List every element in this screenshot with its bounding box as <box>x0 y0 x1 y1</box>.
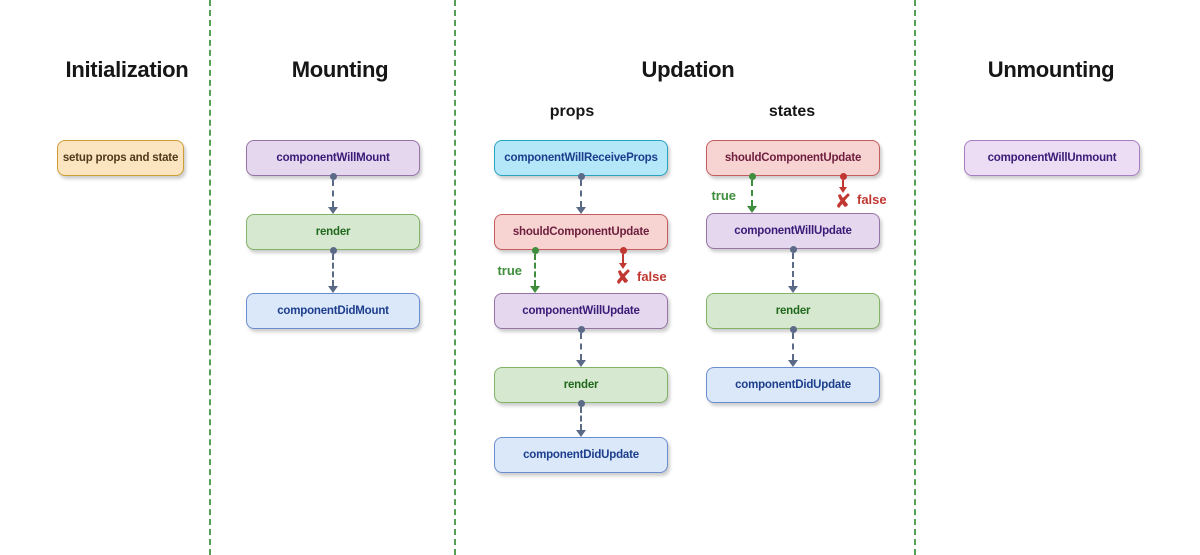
arrow-dot <box>329 246 337 254</box>
arrowhead-icon <box>747 206 757 213</box>
divider-line <box>454 0 456 555</box>
false-label: false <box>857 192 887 207</box>
arrow-receiveprops-to-shouldupdate <box>574 172 588 214</box>
column-title-initialization: Initialization <box>65 57 189 82</box>
arrow-dot <box>329 172 337 180</box>
arrow-false-states <box>836 172 850 193</box>
node-setup-props-and-state: setup props and state <box>57 140 184 176</box>
subflow-title-states: states <box>768 103 816 120</box>
arrow-true-props <box>528 246 542 293</box>
arrow-false-props <box>616 246 630 269</box>
node-componentwillreceiveprops: componentWillReceiveProps <box>494 140 668 176</box>
divider-line <box>209 0 211 555</box>
arrow-line <box>751 180 753 206</box>
arrowhead-icon <box>788 360 798 367</box>
arrow-line <box>580 407 582 430</box>
arrow-willupdate-to-render-props <box>574 325 588 367</box>
arrow-render-to-didupdate-states <box>786 325 800 367</box>
arrow-line <box>332 180 334 207</box>
node-componentdidupdate-states: componentDidUpdate <box>706 367 880 403</box>
divider-line <box>914 0 916 555</box>
arrowhead-icon <box>788 286 798 293</box>
arrow-line <box>580 180 582 207</box>
node-render-states: render <box>706 293 880 329</box>
arrowhead-icon <box>576 430 586 437</box>
arrow-line <box>580 333 582 360</box>
arrowhead-icon <box>530 286 540 293</box>
arrow-true-states <box>745 172 759 213</box>
node-render-mounting: render <box>246 214 420 250</box>
arrow-render-to-didupdate-props <box>574 399 588 437</box>
arrow-dot <box>619 246 627 254</box>
false-x-icon: ✘ <box>614 265 632 289</box>
node-shouldcomponentupdate-props: shouldComponentUpdate <box>494 214 668 250</box>
arrow-line <box>534 254 536 286</box>
column-title-updation: Updation <box>641 57 735 82</box>
node-componentwillupdate-props: componentWillUpdate <box>494 293 668 329</box>
arrow-willupdate-to-render-states <box>786 245 800 293</box>
arrowhead-icon <box>328 286 338 293</box>
arrow-line <box>792 333 794 360</box>
arrow-line <box>792 253 794 286</box>
arrowhead-icon <box>576 360 586 367</box>
false-x-icon: ✘ <box>834 189 852 213</box>
arrow-line <box>332 254 334 286</box>
node-shouldcomponentupdate-states: shouldComponentUpdate <box>706 140 880 176</box>
arrow-dot <box>577 325 585 333</box>
arrow-dot <box>748 172 756 180</box>
arrow-line <box>842 180 844 188</box>
arrow-dot <box>577 172 585 180</box>
node-componentwillupdate-states: componentWillUpdate <box>706 213 880 249</box>
subflow-title-props: props <box>549 103 595 120</box>
arrow-dot <box>531 246 539 254</box>
arrow-line <box>622 254 624 264</box>
arrow-willmount-to-render <box>326 172 340 214</box>
arrow-dot <box>577 399 585 407</box>
false-label: false <box>637 269 667 284</box>
arrow-dot <box>789 245 797 253</box>
true-label: true <box>497 263 522 278</box>
node-componentwillunmount: componentWillUnmount <box>964 140 1140 176</box>
arrowhead-icon <box>328 207 338 214</box>
arrow-dot <box>839 172 847 180</box>
node-componentdidmount: componentDidMount <box>246 293 420 329</box>
true-label: true <box>711 188 736 203</box>
arrowhead-icon <box>576 207 586 214</box>
arrowhead-icon <box>839 187 847 193</box>
column-title-unmounting: Unmounting <box>987 57 1115 82</box>
node-componentdidupdate-props: componentDidUpdate <box>494 437 668 473</box>
node-componentwillmount: componentWillMount <box>246 140 420 176</box>
arrowhead-icon <box>619 263 627 269</box>
node-render-props: render <box>494 367 668 403</box>
arrow-render-to-didmount <box>326 246 340 293</box>
column-title-mounting: Mounting <box>291 57 389 82</box>
arrow-dot <box>789 325 797 333</box>
